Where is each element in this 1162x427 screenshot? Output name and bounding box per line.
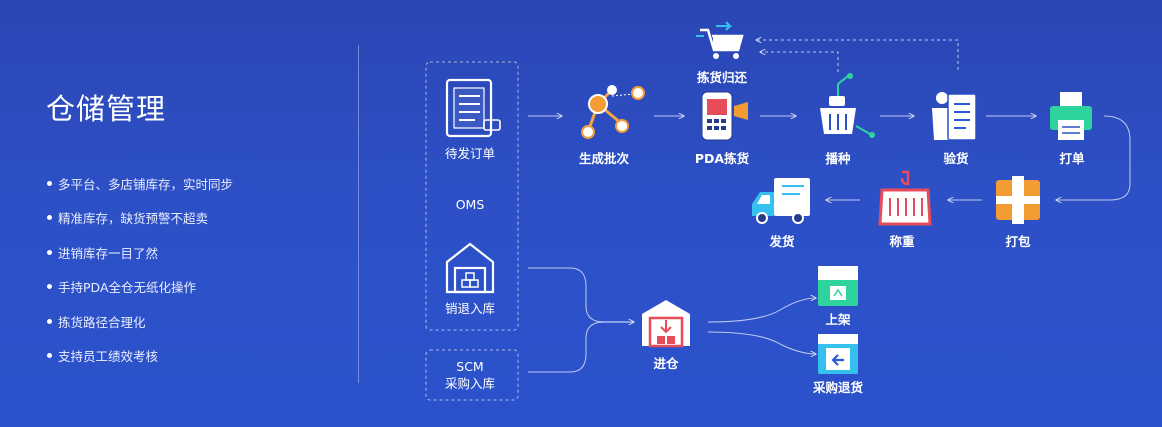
batch-network-icon <box>581 85 645 139</box>
bullet-icon <box>47 318 52 324</box>
order-document-icon <box>445 78 501 138</box>
weighing-label: 称重 <box>889 234 915 249</box>
flow-connectors <box>528 40 1131 373</box>
oms-label: OMS <box>456 197 485 212</box>
feature-text: 手持PDA全仓无纸化操作 <box>58 280 196 296</box>
sowing-basket-icon <box>820 73 875 138</box>
purchase-in-label: 采购入库 <box>445 376 495 391</box>
bullet-icon <box>47 353 52 359</box>
page-title: 仓储管理 <box>46 92 167 126</box>
delivery-truck-icon <box>752 178 810 224</box>
cart-return-icon <box>696 21 744 59</box>
bullet-icon <box>47 284 52 290</box>
generate-batch-label: 生成批次 <box>579 151 630 166</box>
feature-list: 多平台、多店铺库存，实时同步 精准库存，缺货预警不超卖 进销库存一目了然 手持P… <box>47 166 233 373</box>
feature-item: 支持员工绩效考核 <box>47 339 233 374</box>
shelving-label: 上架 <box>825 312 851 327</box>
feature-text: 进销库存一目了然 <box>58 245 159 261</box>
oms-panel <box>425 61 519 331</box>
printer-icon <box>1050 92 1092 140</box>
scm-panel <box>425 349 519 401</box>
pick-return-label: 拣货归还 <box>697 70 748 85</box>
packing-label: 打包 <box>1005 234 1031 249</box>
pending-orders-label: 待发订单 <box>445 146 495 161</box>
warehouse-in-label: 进仓 <box>653 356 679 371</box>
feature-text: 多平台、多店铺库存，实时同步 <box>58 176 234 192</box>
return-stock-in-label: 销退入库 <box>445 301 495 316</box>
warehouse-in-icon <box>642 300 690 348</box>
pda-picking-label: PDA拣货 <box>695 151 750 166</box>
pda-scanner-icon <box>701 91 748 141</box>
bullet-icon <box>47 180 52 186</box>
shelving-box-icon <box>818 266 858 306</box>
scale-icon <box>878 170 932 226</box>
print-label: 打单 <box>1059 151 1085 166</box>
scm-label: SCM <box>456 359 483 374</box>
purchase-return-label: 采购退货 <box>812 380 864 395</box>
feature-item: 进销库存一目了然 <box>47 235 233 270</box>
warehouse-icon <box>445 242 495 294</box>
bullet-icon <box>47 249 52 255</box>
inspector-icon <box>932 92 977 141</box>
package-icon <box>996 176 1040 224</box>
purchase-return-icon <box>818 334 858 374</box>
feature-text: 拣货路径合理化 <box>58 314 146 330</box>
feature-item: 拣货路径合理化 <box>47 304 233 339</box>
shipping-label: 发货 <box>768 234 795 249</box>
sowing-label: 播种 <box>825 151 850 166</box>
feature-item: 多平台、多店铺库存，实时同步 <box>47 166 233 201</box>
divider <box>358 45 359 383</box>
bullet-icon <box>47 215 52 221</box>
feature-text: 精准库存，缺货预警不超卖 <box>58 211 209 227</box>
feature-item: 精准库存，缺货预警不超卖 <box>47 201 233 236</box>
feature-item: 手持PDA全仓无纸化操作 <box>47 270 233 305</box>
feature-text: 支持员工绩效考核 <box>58 349 159 365</box>
inspection-label: 验货 <box>943 151 969 166</box>
